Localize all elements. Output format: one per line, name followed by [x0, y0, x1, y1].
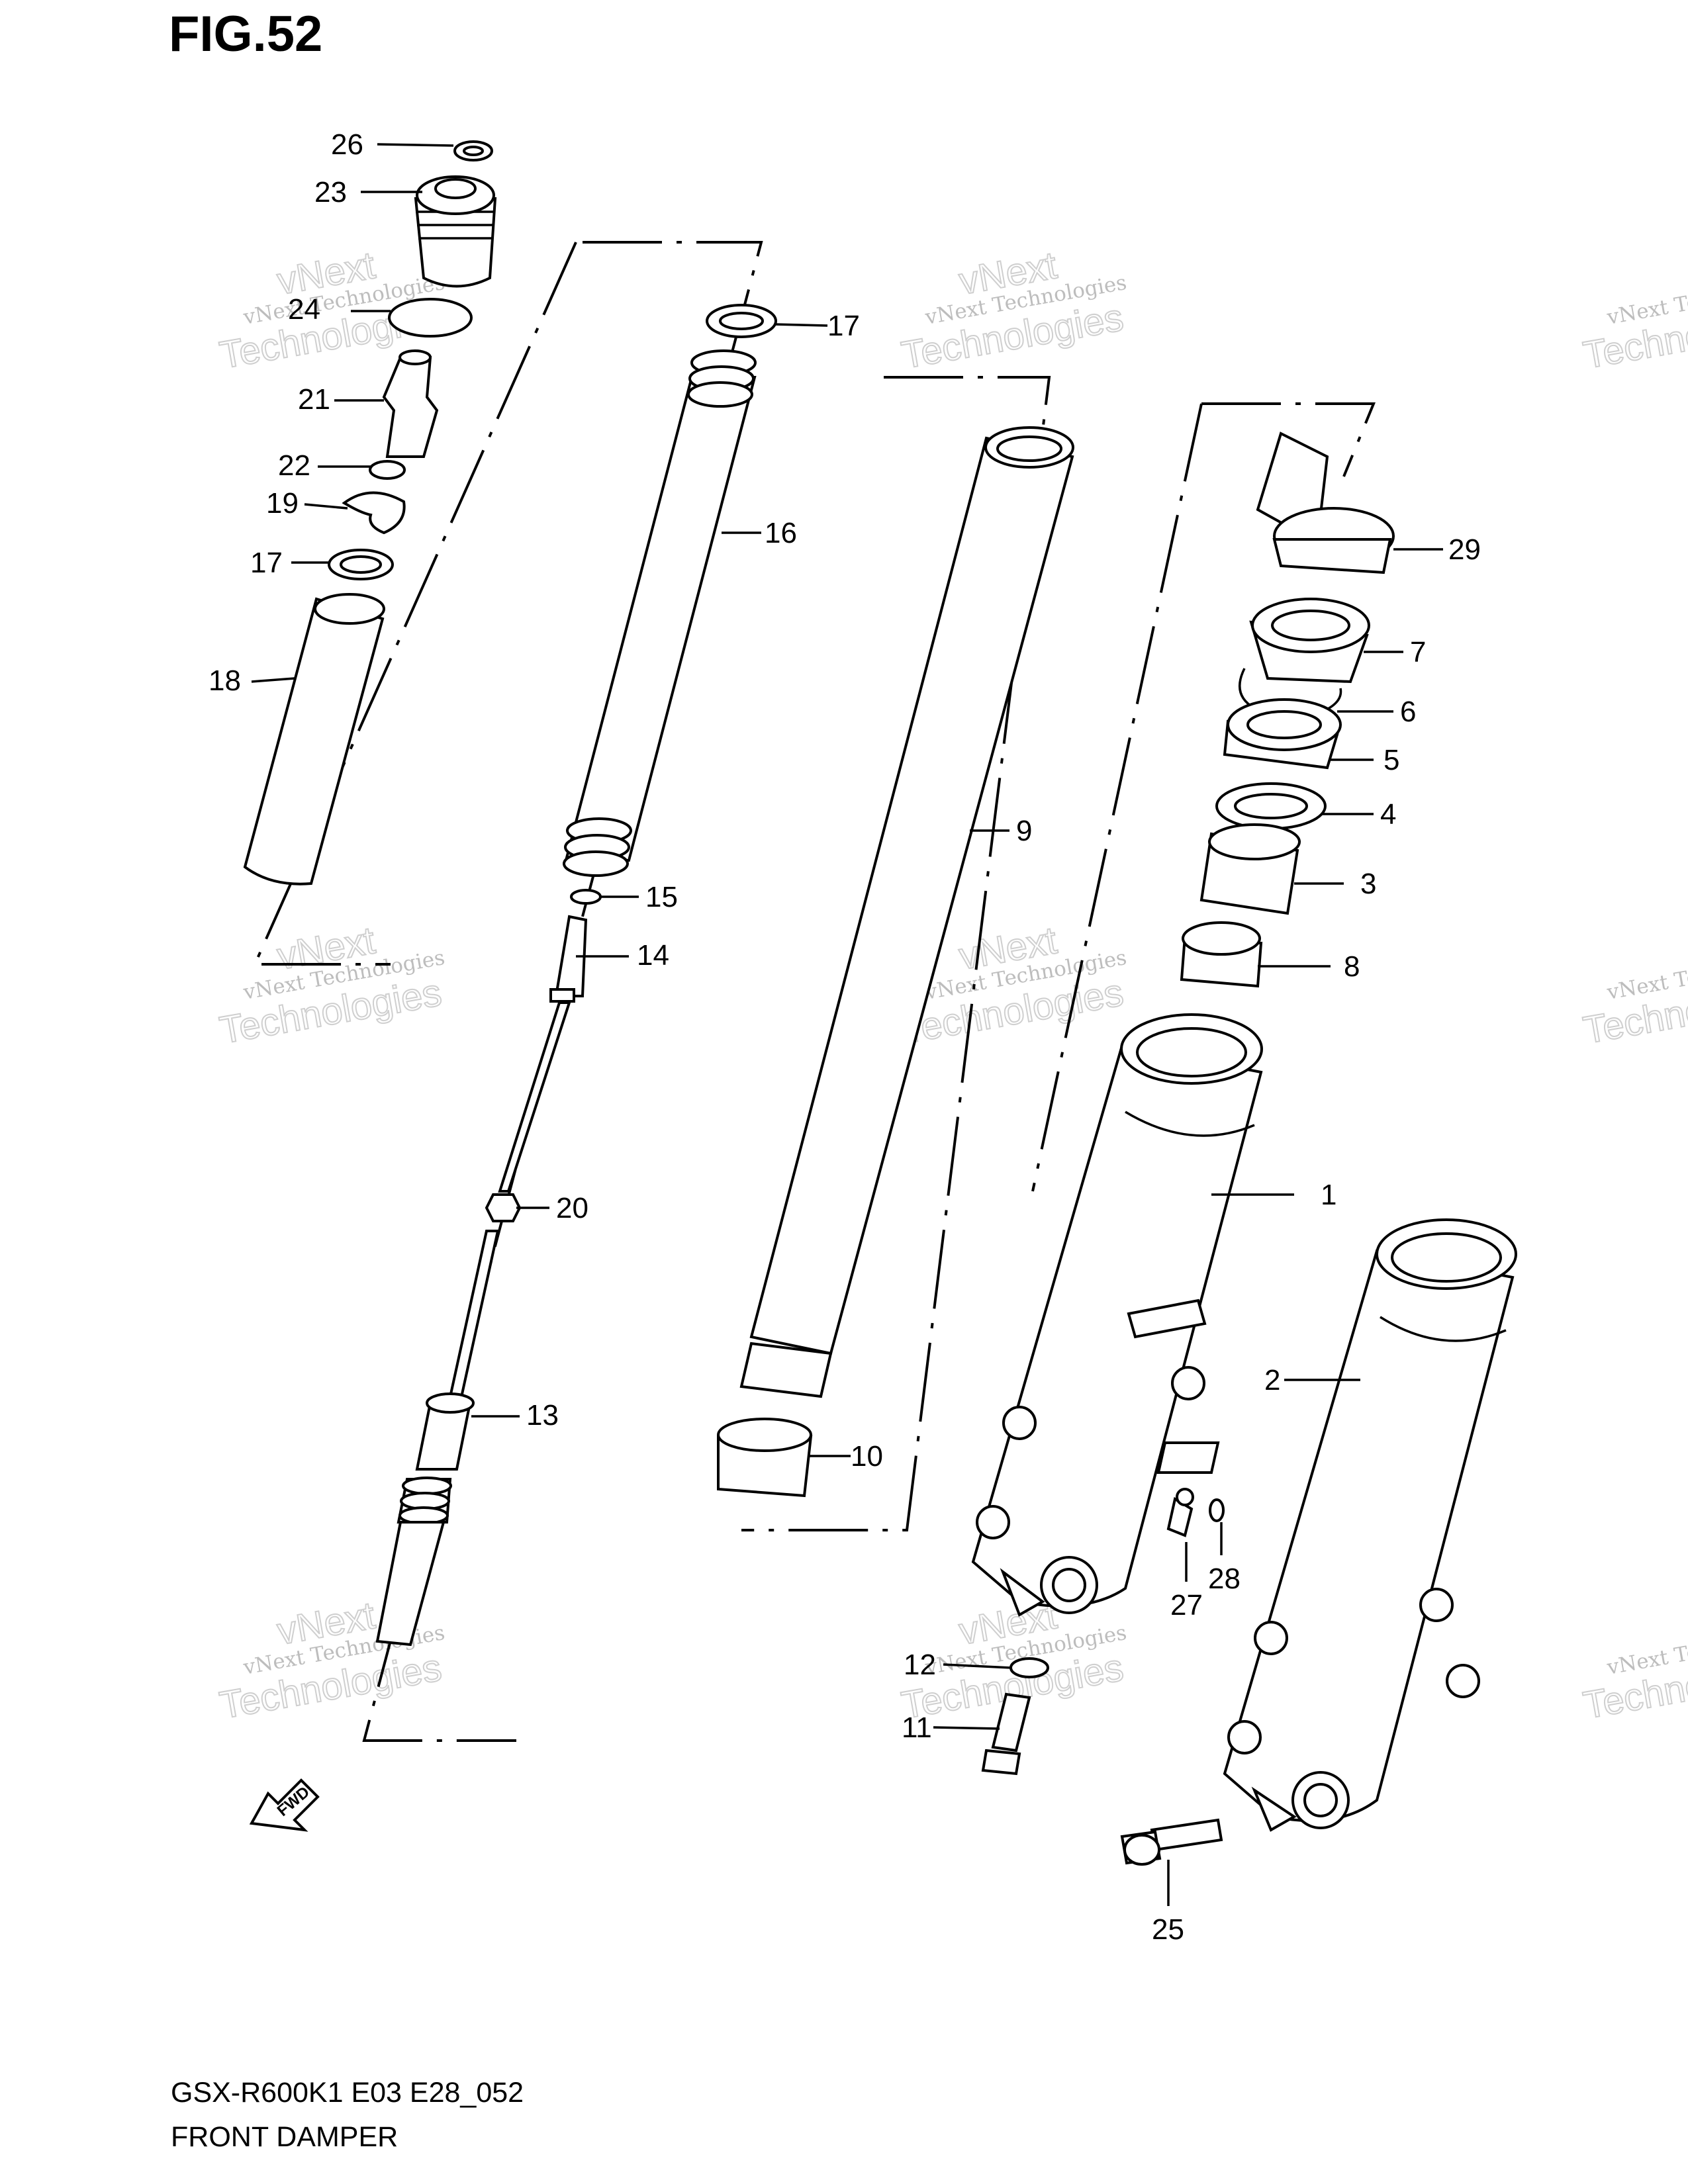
part-28-o-ring — [1209, 1498, 1225, 1522]
callout-5: 5 — [1383, 744, 1399, 776]
callout-15: 15 — [645, 881, 678, 913]
leader-lines — [251, 143, 1443, 1906]
part-26-washer — [453, 140, 493, 161]
assembly-frame-outer-tube — [1201, 402, 1376, 477]
part-25-axle-bolt — [1120, 1818, 1223, 1866]
callout-22: 22 — [278, 449, 310, 482]
part-3-bushing — [1199, 823, 1301, 915]
part-21-valve — [382, 349, 439, 458]
watermark: vNext Technologies vNext Technologies — [216, 918, 447, 1053]
callout-16: 16 — [765, 517, 797, 549]
callout-4: 4 — [1380, 798, 1396, 831]
callout-28: 28 — [1208, 1563, 1241, 1595]
figure-title: FIG.52 — [169, 6, 323, 62]
watermark: vNext Technologies Technologies — [1579, 1621, 1688, 1728]
callout-2: 2 — [1264, 1364, 1280, 1396]
part-12-gasket — [1009, 1657, 1049, 1678]
part-24-o-ring — [388, 298, 473, 338]
callout-18: 18 — [209, 664, 241, 697]
callout-3: 3 — [1360, 868, 1376, 900]
diagram-name: FRONT DAMPER — [171, 2121, 399, 2153]
callout-14: 14 — [637, 939, 669, 972]
part-9-inner-tube — [739, 426, 1074, 1398]
callout-1: 1 — [1321, 1179, 1336, 1211]
assembly-frame-cartridge — [252, 242, 577, 966]
watermark: vNext Technologies Technologies — [1579, 271, 1688, 378]
part-10-bushing — [717, 1418, 813, 1498]
part-27-air-valve — [1166, 1488, 1194, 1537]
callout-labels: 26 23 24 21 22 19 17 18 17 16 15 14 20 1… — [209, 128, 1481, 1946]
callout-26: 26 — [331, 128, 363, 161]
callout-13: 13 — [526, 1399, 559, 1432]
part-13-cylinder — [375, 1230, 500, 1647]
watermark: vNext Technologies vNext Technologies — [898, 243, 1129, 378]
callout-17-left: 17 — [250, 547, 283, 579]
callout-21: 21 — [298, 383, 330, 416]
callout-8: 8 — [1344, 950, 1360, 983]
part-4-washer — [1215, 782, 1327, 830]
callout-17-top: 17 — [827, 310, 860, 342]
callout-24: 24 — [288, 293, 320, 326]
model-code: GSX-R600K1 E03 E28_052 — [171, 2077, 524, 2109]
callout-23: 23 — [314, 176, 347, 208]
part-23-cap-bolt — [414, 175, 497, 288]
part-14-piston-rod — [498, 915, 588, 1193]
callout-19: 19 — [266, 487, 299, 520]
part-7-dust-seal — [1249, 598, 1370, 684]
callout-29: 29 — [1448, 533, 1481, 566]
part-19-stopper — [342, 491, 406, 535]
callout-27: 27 — [1170, 1589, 1203, 1621]
part-17-washer-top — [706, 304, 777, 338]
part-20-nut — [485, 1193, 522, 1222]
callout-12: 12 — [904, 1649, 936, 1681]
watermark: vNext Technologies Technologies — [1579, 946, 1688, 1053]
assembly-frame-inner-tube — [741, 376, 1051, 1531]
part-22-o-ring — [369, 460, 406, 480]
callout-9: 9 — [1016, 815, 1032, 847]
part-5-oil-seal — [1223, 698, 1342, 770]
part-2-outer-tube-left — [1223, 1218, 1517, 1832]
part-1-outer-tube-right — [971, 1013, 1263, 1617]
part-8-slide-bushing — [1180, 921, 1263, 988]
callout-11: 11 — [902, 1711, 932, 1744]
callout-7: 7 — [1410, 636, 1426, 668]
part-17-washer — [328, 549, 394, 580]
part-29-dust-seal-cover — [1256, 432, 1395, 574]
fwd-direction-arrow: FWD — [249, 1778, 320, 1832]
callout-25: 25 — [1152, 1913, 1184, 1946]
callout-10: 10 — [851, 1440, 883, 1473]
callout-6: 6 — [1400, 696, 1416, 728]
part-18-spacer-pipe — [243, 593, 385, 886]
assembly-frame-outer-tube-left — [1031, 403, 1203, 1192]
callout-20: 20 — [556, 1192, 588, 1224]
part-16-fork-spring — [563, 349, 757, 877]
part-15-washer — [570, 889, 602, 905]
